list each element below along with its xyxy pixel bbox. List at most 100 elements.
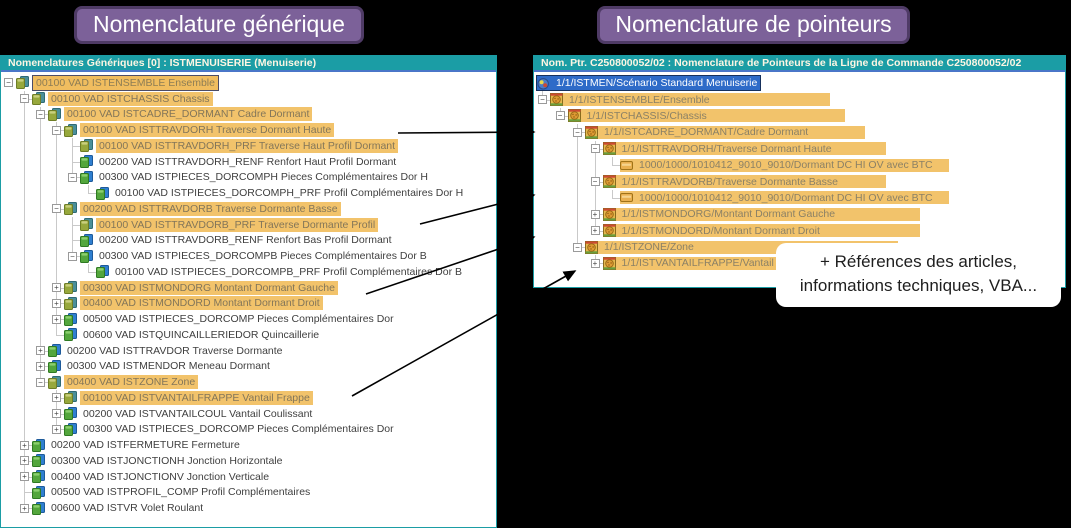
tree-item-label: 00300 VAD ISTMONDORG Montant Dormant Gau… bbox=[80, 280, 338, 295]
tree-item-label: 1/1/ISTCADRE_DORMANT/Cadre Dormant bbox=[604, 126, 809, 139]
tree-row[interactable]: 00100 VAD ISTPIECES_DORCOMPH_PRF Profil … bbox=[1, 185, 496, 201]
tree-row[interactable]: + 00300 VAD ISTJONCTIONH Jonction Horizo… bbox=[1, 453, 496, 469]
collapse-minus-icon[interactable]: − bbox=[538, 95, 547, 105]
expand-plus-icon[interactable]: + bbox=[590, 209, 600, 219]
tree-rail bbox=[24, 122, 25, 138]
tree-row[interactable]: 00100 VAD ISTTRAVDORH_PRF Traverse Haut … bbox=[1, 138, 496, 154]
tree-row[interactable]: + 00400 VAD ISTJONCTIONV Jonction Vertic… bbox=[1, 468, 496, 485]
tree-row[interactable]: + 1/1/ISTMONDORD/Montant Dormant Droit bbox=[534, 222, 1065, 239]
book-icon bbox=[32, 438, 45, 452]
expand-plus-icon[interactable]: + bbox=[52, 393, 61, 403]
tree-row[interactable]: + 00200 VAD ISTTRAVDOR Traverse Dormante bbox=[1, 342, 496, 359]
expand-plus-icon[interactable]: + bbox=[590, 258, 600, 268]
tree-row[interactable]: − 00400 VAD ISTZONE Zone bbox=[1, 374, 496, 390]
highlight-bar: 1/1/ISTMONDORG/Montant Dormant Gauche bbox=[602, 207, 920, 221]
collapse-minus-icon[interactable]: − bbox=[573, 127, 582, 137]
tree-row[interactable]: − 1/1/ISTCADRE_DORMANT/Cadre Dormant bbox=[534, 124, 1065, 141]
highlight-bar: 1/1/ISTCADRE_DORMANT/Cadre Dormant bbox=[585, 125, 865, 139]
expand-plus-icon[interactable]: + bbox=[52, 283, 61, 293]
tree-rail bbox=[40, 264, 41, 280]
tree-row[interactable]: − 00300 VAD ISTPIECES_DORCOMPH Pieces Co… bbox=[1, 169, 496, 186]
tree-row[interactable]: + 1/1/ISTMONDORG/Montant Dormant Gauche bbox=[534, 206, 1065, 223]
collapse-minus-icon[interactable]: − bbox=[590, 177, 600, 187]
collapse-minus-icon[interactable]: − bbox=[20, 94, 29, 104]
tree-item-label: 00200 VAD ISTTRAVDORH_RENF Renfort Haut … bbox=[99, 155, 397, 168]
tree-rail bbox=[577, 222, 578, 239]
tree-row[interactable]: + 00300 VAD ISTMENDOR Meneau Dormant bbox=[1, 358, 496, 375]
tree-rail bbox=[594, 156, 596, 174]
tree-row[interactable]: + 00300 VAD ISTPIECES_DORCOMP Pieces Com… bbox=[1, 421, 496, 438]
tree-rail bbox=[24, 311, 25, 327]
tree-row[interactable]: − 00100 VAD ISTENSEMBLE Ensemble bbox=[1, 74, 496, 91]
tree-rail bbox=[56, 153, 57, 170]
tree-row[interactable]: − 00100 VAD ISTCADRE_DORMANT Cadre Dorma… bbox=[1, 106, 496, 123]
tree-row[interactable]: + 00100 VAD ISTVANTAILFRAPPE Vantail Fra… bbox=[1, 390, 496, 406]
tree-rail bbox=[56, 232, 57, 249]
tree-row[interactable]: + 00600 VAD ISTVR Volet Roulant bbox=[1, 500, 496, 516]
collapse-minus-icon[interactable]: − bbox=[68, 172, 77, 182]
collapse-minus-icon[interactable]: − bbox=[4, 78, 13, 88]
tree-stub bbox=[612, 197, 620, 199]
tree-rail bbox=[24, 169, 25, 186]
tree-row[interactable]: + 00400 VAD ISTMONDORD Montant Dormant D… bbox=[1, 295, 496, 312]
tree-row[interactable]: 1/1/ISTMEN/Scénario Standard Menuiserie bbox=[534, 75, 1065, 92]
tree-row[interactable]: + 00200 VAD ISTFERMETURE Fermeture bbox=[1, 437, 496, 453]
tree-item-label: 00200 VAD ISTFERMETURE Fermeture bbox=[51, 439, 240, 452]
tree-rail bbox=[56, 169, 57, 186]
collapse-minus-icon[interactable]: − bbox=[52, 204, 61, 214]
book-icon bbox=[64, 312, 77, 326]
tree-row[interactable]: − 00200 VAD ISTTRAVDORB Traverse Dormant… bbox=[1, 201, 496, 217]
tree-row[interactable]: 00200 VAD ISTTRAVDORB_RENF Renfort Bas P… bbox=[1, 232, 496, 249]
expand-plus-icon[interactable]: + bbox=[36, 346, 45, 356]
tree-rail bbox=[24, 390, 25, 406]
tree-row[interactable]: + 00300 VAD ISTMONDORG Montant Dormant G… bbox=[1, 279, 496, 296]
tree-row[interactable]: 1000/1000/1010412_9010_9010/Dormant DC H… bbox=[534, 189, 1065, 207]
expand-plus-icon[interactable]: + bbox=[36, 361, 45, 371]
collapse-minus-icon[interactable]: − bbox=[573, 242, 582, 252]
tree-row[interactable]: 00200 VAD ISTTRAVDORH_RENF Renfort Haut … bbox=[1, 153, 496, 170]
highlight-bar: 1/1/ISTMONDORD/Montant Dormant Droit bbox=[602, 224, 920, 238]
book-icon bbox=[80, 139, 93, 153]
expand-plus-icon[interactable]: + bbox=[52, 314, 61, 324]
book-icon bbox=[16, 76, 29, 90]
book-icon bbox=[80, 249, 93, 263]
expand-plus-icon[interactable]: + bbox=[52, 298, 61, 308]
expand-plus-icon[interactable]: + bbox=[52, 409, 61, 419]
expand-plus-icon[interactable]: + bbox=[20, 503, 29, 513]
tree-row[interactable]: 00100 VAD ISTPIECES_DORCOMPB_PRF Profil … bbox=[1, 264, 496, 280]
tree-row[interactable]: − 1/1/ISTTRAVDORB/Traverse Dormante Bass… bbox=[534, 173, 1065, 190]
tree-item-label: 00200 VAD ISTTRAVDOR Traverse Dormante bbox=[67, 344, 283, 357]
highlight-bar: 1/1/ISTTRAVDORB/Traverse Dormante Basse bbox=[602, 175, 886, 189]
titlebar-divider bbox=[534, 70, 1065, 72]
tree-row[interactable]: − 1/1/ISTENSEMBLE/Ensemble bbox=[534, 91, 1065, 107]
tree-row[interactable]: − 1/1/ISTTRAVDORH/Traverse Dormant Haute bbox=[534, 140, 1065, 157]
expand-plus-icon[interactable]: + bbox=[20, 456, 29, 466]
expand-plus-icon[interactable]: + bbox=[20, 472, 29, 482]
collapse-minus-icon[interactable]: − bbox=[52, 125, 61, 135]
tree-row[interactable]: 00100 VAD ISTTRAVDORB_PRF Traverse Dorma… bbox=[1, 216, 496, 233]
tree-rail bbox=[40, 138, 41, 154]
tree-row[interactable]: + 00500 VAD ISTPIECES_DORCOMP Pieces Com… bbox=[1, 311, 496, 327]
collapse-minus-icon[interactable]: − bbox=[590, 144, 600, 154]
expand-plus-icon[interactable]: + bbox=[590, 226, 600, 236]
expand-plus-icon[interactable]: + bbox=[20, 440, 29, 450]
tree-row[interactable]: − 00100 VAD ISTTRAVDORH Traverse Dormant… bbox=[1, 122, 496, 138]
tree-rail bbox=[577, 156, 578, 174]
tree-row[interactable]: − 00300 VAD ISTPIECES_DORCOMPB Pieces Co… bbox=[1, 248, 496, 264]
tree-row[interactable]: − 1/1/ISTCHASSIS/Chassis bbox=[534, 107, 1065, 124]
tree-row[interactable]: 00600 VAD ISTQUINCAILLERIEDOR Quincaille… bbox=[1, 327, 496, 343]
collapse-minus-icon[interactable]: − bbox=[555, 111, 565, 121]
collapse-minus-icon[interactable]: − bbox=[36, 109, 45, 119]
tree-row[interactable]: + 00200 VAD ISTVANTAILCOUL Vantail Couli… bbox=[1, 405, 496, 422]
book-icon bbox=[64, 202, 77, 216]
collapse-minus-icon[interactable]: − bbox=[36, 377, 45, 387]
tree-row[interactable]: − 00100 VAD ISTCHASSIS Chassis bbox=[1, 90, 496, 107]
collapse-minus-icon[interactable]: − bbox=[68, 251, 77, 261]
tree-row[interactable]: 1000/1000/1010412_9010_9010/Dormant DC H… bbox=[534, 156, 1065, 174]
generic-bom-window: Nomenclatures Génériques [0] : ISTMENUIS… bbox=[0, 55, 497, 528]
node-icon bbox=[602, 207, 616, 221]
tree-rail bbox=[24, 327, 25, 343]
tree-row[interactable]: 00500 VAD ISTPROFIL_COMP Profil Compléme… bbox=[1, 484, 496, 501]
expand-plus-icon[interactable]: + bbox=[52, 424, 61, 434]
